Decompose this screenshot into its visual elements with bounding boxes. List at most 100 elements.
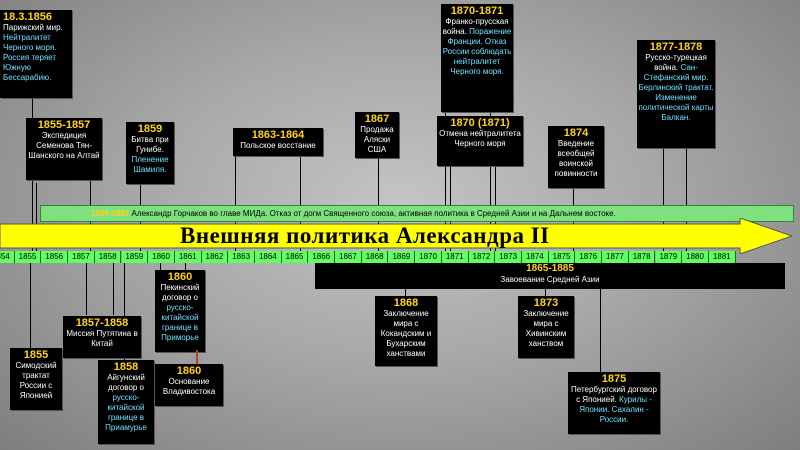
event-text: Продажа Аляски США <box>360 125 394 154</box>
connector <box>86 263 87 315</box>
year-tick: 1880 <box>682 251 709 263</box>
event-year: 1859 <box>137 123 163 135</box>
year-tick: 1878 <box>628 251 656 263</box>
event-text: Битва при Гунибе. <box>131 135 169 154</box>
year-tick: 1868 <box>361 251 389 263</box>
connector <box>600 263 601 373</box>
event-highlight-text: Курилы - Японии. Сахалин - России. <box>579 395 652 424</box>
year-tick: 1867 <box>335 251 362 263</box>
event-year: 1870-1871 <box>450 5 504 17</box>
event-year: 1857-1858 <box>75 317 129 329</box>
event-year: 1875 <box>601 373 627 385</box>
gorchakov-text: Александр Горчаков во главе МИДа. Отказ … <box>131 209 616 218</box>
connector <box>445 110 446 251</box>
year-tick: 1858 <box>94 251 122 263</box>
event-text: Парижский мир. <box>3 23 63 32</box>
year-tick: 1864 <box>255 251 282 263</box>
timeline-arrow <box>0 218 792 254</box>
event-highlight-text: Поражение Франции. Отказ России соблюдат… <box>442 27 512 76</box>
year-tick: 1860 <box>148 251 175 263</box>
year-tick: 1874 <box>522 251 549 263</box>
event-highlight-text: русско-китайской границе в Приамурье <box>105 393 147 432</box>
connector <box>113 263 114 315</box>
event-text: Экспедиция Семенова Тян-Шанского на Алта… <box>28 131 100 160</box>
year-tick: 1855 <box>14 251 42 263</box>
connector <box>545 289 546 297</box>
event-highlight-text: Сан-Стефанский мир. Берлинский трактат. … <box>638 63 714 122</box>
event-text: Заключение мира с Хивинским ханством <box>523 309 569 348</box>
event-text: Айгунский договор о <box>107 373 145 392</box>
year-tick: 1873 <box>495 251 522 263</box>
event-text: Симодский трактат России с Японией <box>15 361 57 400</box>
year-tick: 1859 <box>121 251 149 263</box>
year-tick: 1876 <box>575 251 603 263</box>
year-tick: 1865 <box>281 251 309 263</box>
event-text: Петербургский договор с Японией. <box>571 385 657 404</box>
gorchakov-band: 1856-1882 Александр Горчаков во главе МИ… <box>40 205 794 222</box>
event-year: 1867 <box>364 113 390 125</box>
year-tick: 1870 <box>415 251 442 263</box>
connector <box>405 289 406 297</box>
connector <box>235 155 236 251</box>
year-tick: 1861 <box>174 251 202 263</box>
event-year: 1868 <box>393 297 419 309</box>
connector <box>300 155 301 251</box>
event-year: 1860 <box>176 365 202 377</box>
event-year: 1874 <box>563 127 589 139</box>
event-text: Введение всеобщей воинской повинности <box>554 139 598 178</box>
year-tick: 1863 <box>228 251 255 263</box>
red-arrow-icon <box>196 350 198 364</box>
year-tick: 1862 <box>201 251 229 263</box>
event-highlight-text: Нейтралитет Черного моря. Россия теряет … <box>3 33 57 82</box>
event-year: 18.3.1856 <box>3 11 52 23</box>
connector <box>185 263 186 271</box>
connector <box>490 110 491 251</box>
event-text: Отмена нейтралитета Черного моря <box>439 129 521 148</box>
conquest-band: 1865-1885 Завоевание Средней Азии <box>315 263 785 289</box>
year-tick: 1875 <box>548 251 576 263</box>
event-black-sea-neutrality: 1870 (1871)Отмена нейтралитета Черного м… <box>437 116 523 166</box>
year-tick: 1866 <box>308 251 336 263</box>
event-text: Миссия Путятина в Китай <box>66 329 138 348</box>
conquest-text: Завоевание Средней Азии <box>500 275 600 284</box>
event-highlight-text: русско-китайской границе в Приморье <box>161 303 199 342</box>
gorchakov-year: 1856-1882 <box>91 209 130 218</box>
event-text: Русско-турецкая война. <box>645 53 707 72</box>
year-tick: 1857 <box>68 251 95 263</box>
connector <box>36 183 37 251</box>
year-tick: 1872 <box>468 251 496 263</box>
event-text: Польское восстание <box>240 141 316 150</box>
year-tick: 1881 <box>708 251 736 263</box>
event-year: 1877-1878 <box>649 41 703 53</box>
year-tick: 1877 <box>602 251 629 263</box>
year-tick: 1869 <box>388 251 416 263</box>
connector <box>124 263 125 363</box>
connector <box>686 148 687 251</box>
event-year: 1870 (1871) <box>450 117 510 129</box>
year-tick: 1856 <box>41 251 69 263</box>
slide-title: Внешняя политика Александра II <box>180 223 550 248</box>
year-tick: 1871 <box>441 251 469 263</box>
event-text: Заключение мира с Кокандским и Бухарским… <box>380 309 432 358</box>
connector <box>378 155 379 251</box>
event-year: 1855-1857 <box>37 119 91 131</box>
event-year: 1873 <box>533 297 559 309</box>
event-year: 1860 <box>167 271 193 283</box>
event-highlight-text: Пленение Шамиля. <box>131 155 169 174</box>
year-tick: 1879 <box>655 251 683 263</box>
